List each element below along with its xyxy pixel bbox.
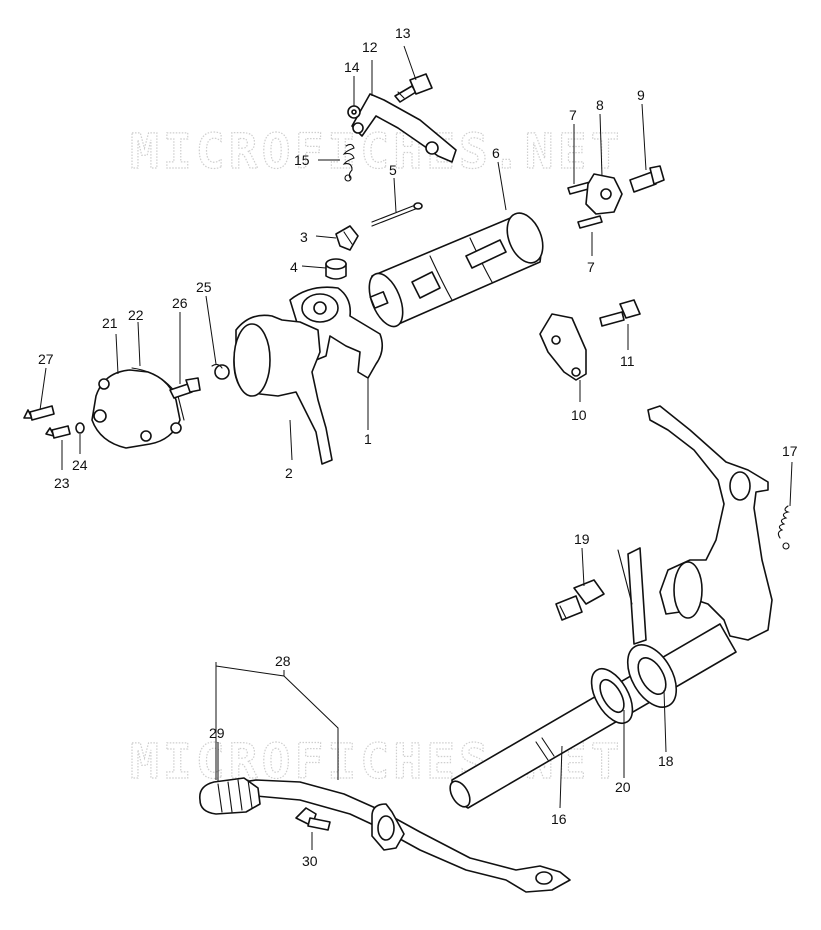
callout-4: 4 [290, 259, 298, 275]
part-29-lever-rubber [198, 777, 261, 815]
part-19-bolt [555, 579, 605, 621]
part-11-bolt [599, 299, 641, 327]
watermark-top: MICROFICHES.NET [130, 124, 623, 180]
part-4-collar [325, 258, 347, 280]
callout-17: 17 [782, 443, 798, 459]
callout-10: 10 [571, 407, 587, 423]
part-7-pin-lower [577, 215, 603, 229]
part-2-shift-fork [233, 314, 333, 465]
part-5-pin [371, 202, 423, 227]
part-8-cam-plate [585, 173, 623, 215]
callout-19: 19 [574, 531, 590, 547]
callout-11: 11 [620, 353, 635, 369]
part-24-washer [75, 422, 85, 434]
part-6-gearshift-cam [368, 212, 544, 328]
callout-30: 30 [302, 853, 318, 869]
callout-29: 29 [209, 725, 225, 741]
callout-16: 16 [551, 811, 567, 827]
callout-3: 3 [300, 229, 308, 245]
callout-18: 18 [658, 753, 674, 769]
part-28-gearshift-lever [215, 779, 571, 893]
part-30-bolt [295, 807, 331, 831]
callout-5: 5 [389, 162, 397, 178]
callout-14: 14 [344, 59, 360, 75]
callout-2: 2 [285, 465, 293, 481]
callout-12: 12 [362, 39, 378, 55]
part-15-spring [342, 143, 355, 182]
part-12-stopper-plate [351, 93, 457, 163]
callout-7-lower: 7 [587, 259, 595, 275]
part-25-clip [211, 363, 230, 380]
part-13-bolt [394, 73, 433, 103]
callout-23: 23 [54, 475, 70, 491]
callout-13: 13 [395, 25, 411, 41]
part-10-bracket [539, 313, 587, 381]
part-1-shift-fork [289, 286, 384, 379]
callout-26: 26 [172, 295, 188, 311]
callout-20: 20 [615, 779, 631, 795]
callout-21: 21 [102, 315, 118, 331]
part-14-washer [347, 105, 361, 119]
callout-9: 9 [637, 87, 645, 103]
part-26-screw [169, 377, 201, 399]
callout-25: 25 [196, 279, 212, 295]
callout-6: 6 [492, 145, 500, 161]
callout-1: 1 [364, 431, 372, 447]
callout-7-upper: 7 [569, 107, 577, 123]
gearshift-arm-plate [617, 405, 773, 645]
part-27-screw [23, 405, 55, 421]
part-17-spring [777, 505, 790, 550]
callout-22: 22 [128, 307, 144, 323]
callout-labels: 1 2 3 4 5 6 7 7 8 9 10 11 12 13 14 15 16… [38, 25, 798, 869]
callout-8: 8 [596, 97, 604, 113]
callout-24: 24 [72, 457, 88, 473]
callout-15: 15 [294, 152, 310, 168]
callout-27: 27 [38, 351, 54, 367]
part-21-cover [91, 369, 182, 449]
part-23-screw [45, 425, 71, 439]
part-20-washer [590, 668, 634, 724]
part-9-bolt [629, 165, 665, 193]
callout-28: 28 [275, 653, 291, 669]
part-3-cam-stopper [335, 225, 359, 251]
leader-lines [39, 45, 793, 850]
